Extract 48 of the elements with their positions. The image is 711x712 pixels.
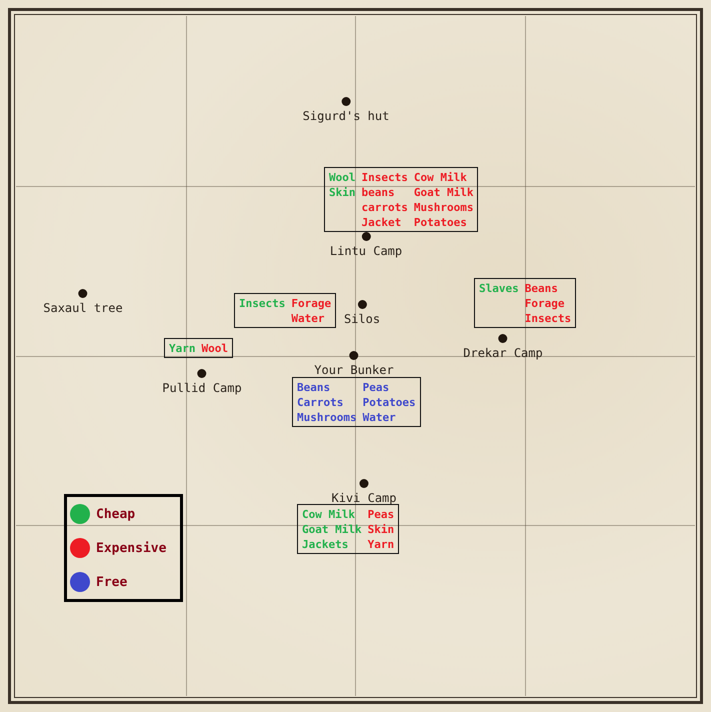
- location-name: Silos: [344, 312, 380, 326]
- location-name: Drekar Camp: [463, 346, 543, 360]
- trade-box: [292, 377, 421, 427]
- trade-item: Peas: [362, 380, 390, 395]
- trade-item: Insects: [524, 311, 572, 326]
- legend-label: Expensive: [96, 540, 166, 556]
- trade-item: Forage: [524, 296, 566, 311]
- trade-item: Carrots: [297, 395, 344, 410]
- trade-item: Wool: [329, 170, 356, 185]
- location-name: Kivi Camp: [331, 491, 397, 505]
- trade-item: Jackets: [302, 537, 350, 552]
- trade-item: Potatoes: [362, 395, 416, 410]
- trade-item: carrots: [362, 200, 408, 215]
- trade-item: Skin: [329, 185, 356, 200]
- trade-item: Wool: [202, 341, 228, 356]
- location-name: Saxaul tree: [43, 301, 123, 315]
- trade-item: Mushrooms: [297, 410, 357, 425]
- trade-item: Insects: [239, 296, 286, 311]
- trade-item: Beans: [297, 380, 332, 395]
- trade-box: [297, 504, 400, 554]
- trade-item: Insects: [362, 170, 408, 185]
- legend-label: Cheap: [96, 506, 136, 522]
- trade-item: Mushrooms: [414, 200, 474, 215]
- trade-box: [234, 293, 336, 328]
- trade-item: Goat Milk: [414, 185, 474, 200]
- trade-item: Yarn: [169, 341, 196, 356]
- trade-item: Yarn: [368, 537, 394, 552]
- location-name: Sigurd's hut: [302, 109, 390, 123]
- trade-item: Goat Milk: [302, 522, 362, 537]
- trade-item: Jacket: [362, 215, 402, 230]
- trade-item: Beans: [524, 281, 559, 296]
- trade-item: Peas: [368, 507, 394, 522]
- location-name: Your Bunker: [314, 363, 394, 377]
- trade-item: Forage: [291, 296, 332, 311]
- trade-item: Water: [291, 311, 326, 326]
- trade-box: [324, 167, 478, 232]
- trade-item: Cow Milk: [302, 507, 356, 522]
- trade-item: Water: [362, 410, 397, 425]
- legend-label: Free: [96, 574, 128, 590]
- trade-item: beans: [362, 185, 396, 200]
- location-name: Pullid Camp: [162, 381, 242, 395]
- trade-box: [164, 338, 233, 358]
- trade-box: [474, 278, 576, 328]
- trade-item: Potatoes: [414, 215, 468, 230]
- trade-item: Cow Milk: [414, 170, 468, 185]
- trade-item: Skin: [368, 522, 394, 537]
- trade-item: Slaves: [479, 281, 519, 296]
- location-name: Lintu Camp: [330, 244, 402, 258]
